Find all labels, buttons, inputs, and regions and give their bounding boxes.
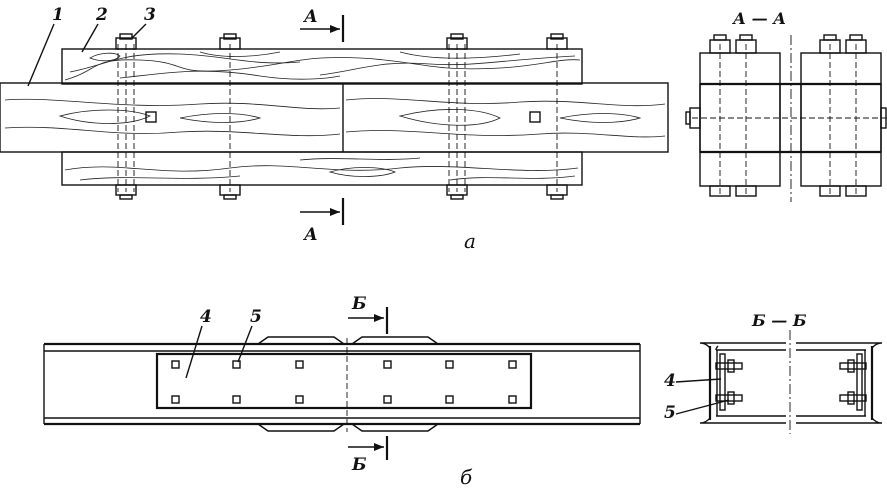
web-splice-plate bbox=[155, 352, 533, 410]
main-timber bbox=[0, 82, 669, 153]
top-cover-plank bbox=[61, 48, 583, 85]
section-a-a: А — А bbox=[685, 9, 887, 202]
dowel-right bbox=[529, 111, 541, 123]
section-a-a-label: А — А bbox=[732, 9, 786, 28]
wood-grain-bottom bbox=[64, 157, 579, 181]
figure-a-elevation: А А 1 2 3 а bbox=[0, 5, 669, 253]
callout-5: 5 bbox=[250, 307, 262, 327]
bolt-nuts-bottom bbox=[115, 184, 568, 200]
bolt-axes bbox=[117, 44, 558, 192]
callout-3: 3 bbox=[144, 5, 156, 25]
section-cut-a: А А bbox=[300, 7, 345, 245]
figure-b-elevation: 4 5 Б Б б bbox=[43, 294, 641, 489]
splice-bolts bbox=[171, 360, 517, 404]
bottom-cover-plate-left bbox=[257, 423, 345, 432]
section-b-b: Б — Б 4 5 bbox=[664, 311, 883, 434]
callout-2: 2 bbox=[95, 5, 108, 25]
cut-letter-b-bottom: Б bbox=[351, 455, 367, 475]
top-cover-plate-left bbox=[257, 336, 345, 345]
bolt-heads-top bbox=[115, 33, 568, 50]
top-cover-plate-right bbox=[351, 336, 439, 345]
callout-4: 4 bbox=[200, 307, 212, 327]
cut-letter-a-bottom: А bbox=[302, 225, 318, 245]
cut-letter-a-top: А bbox=[302, 7, 318, 27]
caption-a: а bbox=[464, 229, 476, 253]
callout-5-section: 5 bbox=[664, 403, 676, 423]
section-b-b-label: Б — Б bbox=[751, 311, 807, 330]
callouts-b: 4 5 bbox=[185, 307, 262, 379]
callouts-a: 1 2 3 bbox=[27, 5, 156, 87]
caption-b: б bbox=[460, 465, 473, 489]
dowel-left bbox=[145, 111, 157, 123]
section-cut-b: Б Б bbox=[348, 294, 389, 475]
wood-grain-main bbox=[4, 98, 666, 138]
wood-grain-top bbox=[64, 51, 581, 81]
bottom-cover-plate-right bbox=[351, 423, 439, 432]
cut-letter-b-top: Б bbox=[351, 294, 367, 314]
bottom-cover-plank bbox=[61, 151, 583, 186]
callout-1: 1 bbox=[52, 5, 64, 25]
callout-4-section: 4 bbox=[664, 371, 676, 391]
